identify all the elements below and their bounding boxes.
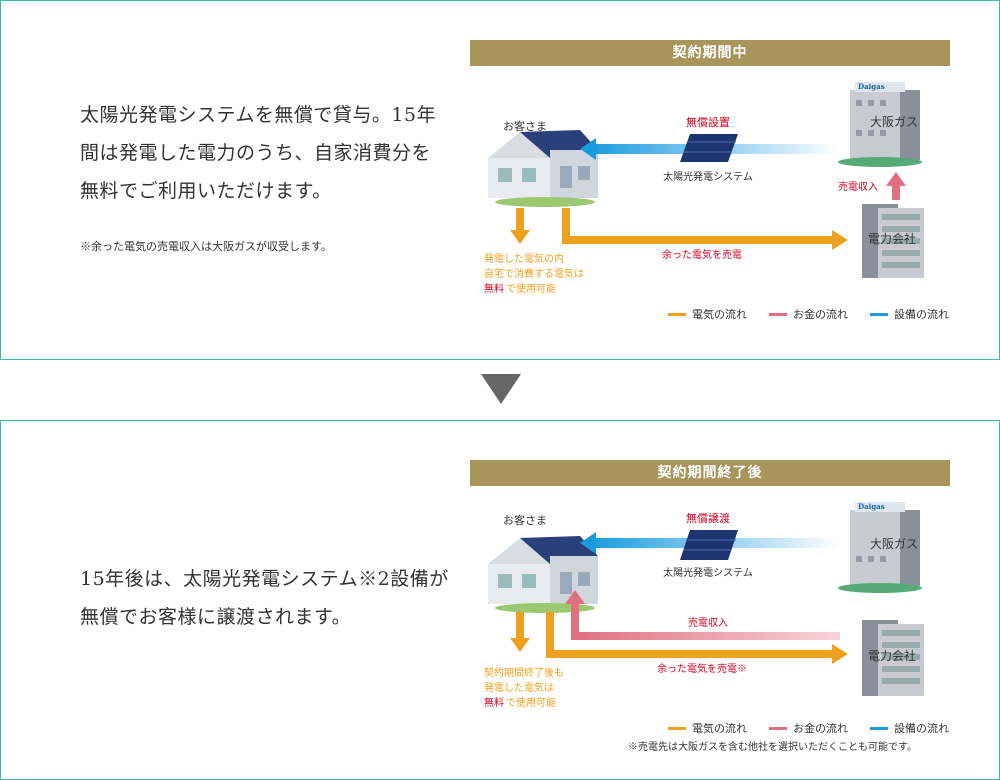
panel-label: 太陽光発電システム xyxy=(663,170,753,183)
panel-after-contract xyxy=(0,420,1000,780)
daigas-logo-text: Daigas xyxy=(858,82,885,91)
section-header: 契約期間中 xyxy=(470,40,950,66)
legend-equipment: 設備の流れ xyxy=(870,306,949,322)
money-flow-arrow xyxy=(892,184,900,200)
self-use-line2: 自宅で消費する電気は xyxy=(484,267,584,280)
surplus-arrow xyxy=(562,208,835,244)
sale-income-label: 売電収入 xyxy=(838,180,878,193)
power-company-label: 電力会社 xyxy=(868,231,916,246)
note-text: ※余った電気の売電収入は大阪ガスが収受します。 xyxy=(80,240,332,253)
self-use-rest: で使用可能 xyxy=(506,282,556,295)
solar-panel-icon xyxy=(680,134,738,162)
legend-electricity: 電気の流れ xyxy=(668,306,747,322)
transfer-label: 無償設置 xyxy=(686,115,730,129)
self-use-arrow xyxy=(516,208,524,234)
self-use-line1: 発電した電気の内 xyxy=(484,252,564,265)
equipment-arrow-head xyxy=(580,138,596,160)
house-icon xyxy=(488,130,598,207)
customer-label: お客さま xyxy=(503,119,547,133)
legend: 電気の流れ お金の流れ 設備の流れ xyxy=(668,306,949,322)
osakagas-building-icon xyxy=(838,82,922,167)
flow-diagram: お客さま 無償設置 太陽光発電システム Daigas 大阪ガス 売電収入 xyxy=(484,82,924,295)
surplus-label: 余った電気を売電 xyxy=(662,248,742,261)
down-arrow-icon xyxy=(481,374,521,404)
legend-money: お金の流れ xyxy=(769,306,848,322)
osakagas-label: 大阪ガス xyxy=(870,115,918,129)
power-company-building-icon xyxy=(862,204,924,278)
lead-text: 太陽光発電システムを無償で貸与。15年間は発電した電力のうち、自家消費分を無料で… xyxy=(80,104,437,202)
self-use-free: 無料 xyxy=(484,282,504,295)
